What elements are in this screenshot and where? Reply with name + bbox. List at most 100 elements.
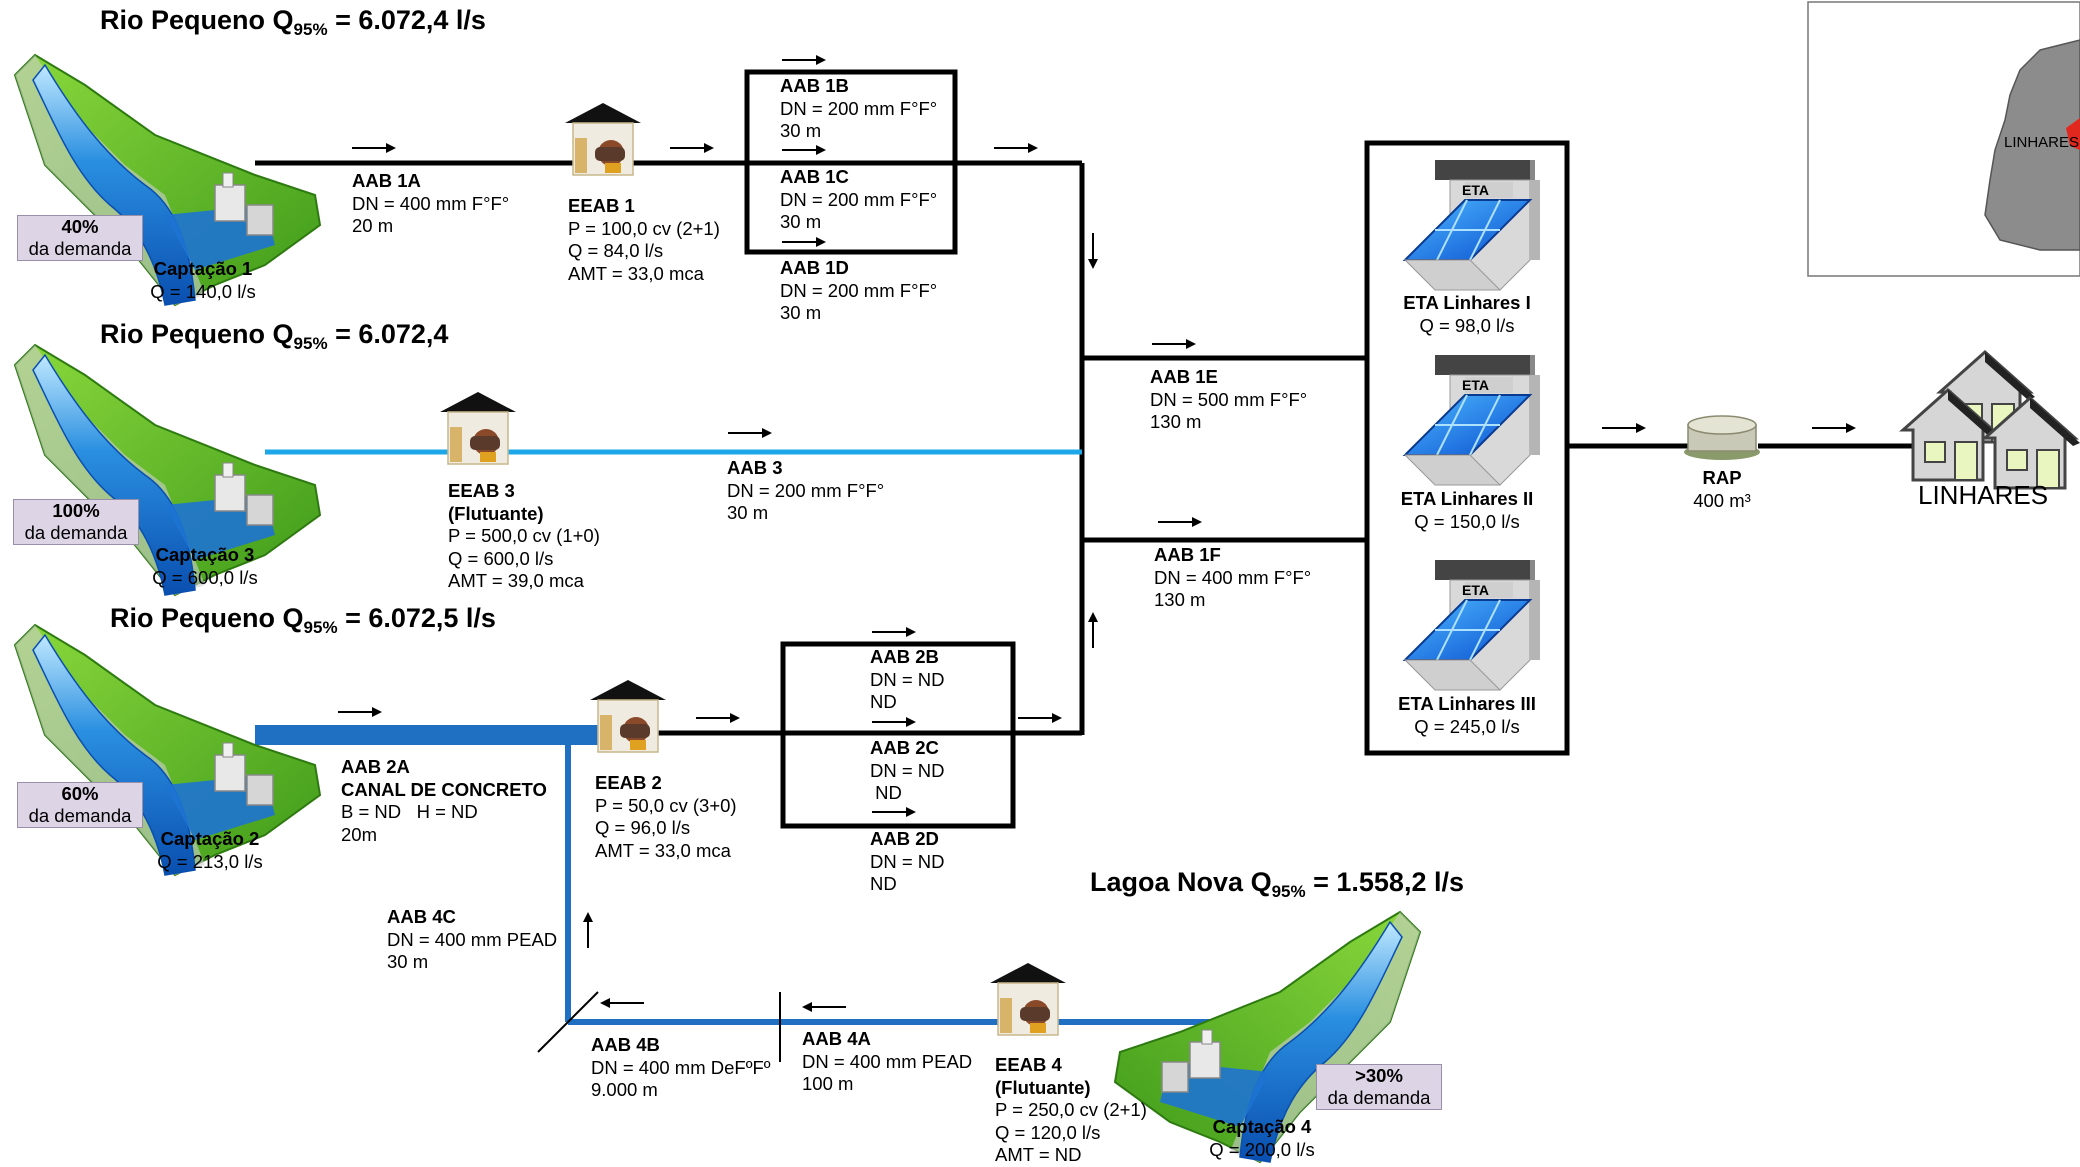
source-name: Rio Pequeno — [100, 5, 266, 35]
pipe-diameter: DN = ND — [870, 850, 945, 872]
pipe-label-aab4a: AAB 4A DN = 400 mm PEAD 100 m — [802, 1028, 972, 1096]
demand-tag-c3: 100% da demanda — [13, 499, 139, 545]
rap-volume: 400 m³ — [1693, 489, 1751, 511]
pump-power: P = 500,0 cv (1+0) — [448, 525, 600, 546]
pump-label-eeab3: EEAB 3 (Flutuante) P = 500,0 cv (1+0) Q … — [448, 480, 600, 593]
rap-tank-icon — [1684, 415, 1760, 460]
pump-flow: Q = 84,0 l/s — [568, 240, 664, 261]
pipe-length: 30 m — [387, 951, 429, 972]
source-q-label: Q — [272, 5, 294, 35]
pump-power: P = 50,0 cv (3+0) — [595, 794, 737, 816]
pipe-label-aab1e: AAB 1E DN = 500 mm F°F° 130 m — [1150, 366, 1307, 434]
pipe-label-aab2c: AAB 2C DN = ND ND — [870, 737, 945, 805]
demand-percent: 40% — [61, 216, 99, 237]
captacao-flow: Q = 140,0 l/s — [150, 280, 256, 302]
captacao-name: Captação 3 — [155, 544, 255, 565]
pipe-length: 130 m — [1150, 411, 1202, 432]
pipe-label-aab3: AAB 3 DN = 200 mm F°F° 30 m — [727, 457, 884, 525]
city-label: LINHARES — [1918, 480, 2049, 510]
captacao-label-c1: Captação 1 Q = 140,0 l/s — [148, 258, 258, 303]
pump-power: P = 250,0 cv (2+1) — [995, 1099, 1147, 1120]
pipe-diameter: DN = 400 mm PEAD — [802, 1050, 973, 1072]
demand-percent: >30% — [1355, 1065, 1403, 1086]
source-title-rio1: Rio Pequeno Q95% = 6.072,4 l/s — [100, 4, 486, 46]
captacao-flow: Q = 200,0 l/s — [1209, 1138, 1315, 1160]
pipe-diameter: DN = 400 mm PEAD — [387, 928, 558, 950]
eta-flow: Q = 98,0 l/s — [1419, 314, 1515, 336]
pipe-label-aab2a: AAB 2A CANAL DE CONCRETO B = ND H = ND 2… — [341, 756, 547, 846]
eta-icon-label: ETA — [1462, 582, 1489, 598]
demand-percent: 60% — [61, 783, 99, 804]
source-q-label: Q — [272, 319, 294, 349]
pipe-name: AAB 1F — [1154, 544, 1221, 565]
pipe-dimensions: B = ND H = ND — [341, 801, 478, 822]
pipe-name: AAB 2A — [341, 756, 410, 777]
pipe-label-aab1d: AAB 1D DN = 200 mm F°F° 30 m — [780, 257, 937, 325]
pipe-diameter: DN = 500 mm F°F° — [1150, 388, 1308, 410]
pipe-box-aab2bcd — [780, 641, 1016, 829]
pipe-break-4b — [537, 991, 599, 1053]
eta-flow: Q = 150,0 l/s — [1414, 510, 1520, 532]
pump-name: EEAB 2 — [595, 772, 662, 793]
captacao-name: Captação 2 — [160, 828, 260, 849]
pump-head: AMT = 33,0 mca — [595, 839, 731, 861]
pump-label-eeab4: EEAB 4 (Flutuante) P = 250,0 cv (2+1) Q … — [995, 1054, 1147, 1167]
pipe-diameter: DN = 200 mm F°F° — [780, 279, 938, 301]
eta-flow: Q = 245,0 l/s — [1414, 715, 1520, 737]
pipe-box-aab1bcd — [744, 69, 958, 255]
pipe-diameter: DN = 200 mm F°F° — [780, 97, 938, 119]
rap-label: RAP 400 m³ — [1682, 467, 1762, 512]
pipe-diameter: DN = 400 mm DeFºFº — [591, 1056, 771, 1078]
source-q-value: = 6.072,4 — [327, 319, 449, 349]
pump-note: (Flutuante) — [448, 502, 544, 524]
pipe-length: ND — [870, 691, 897, 712]
demand-label: da demanda — [28, 238, 132, 259]
source-name: Rio Pequeno — [110, 603, 276, 633]
pipe-length: 20m — [341, 823, 377, 845]
pipe-length: ND — [870, 782, 902, 803]
pipe-diameter: DN = ND — [870, 759, 945, 781]
source-title-rio2: Rio Pequeno Q95% = 6.072,5 l/s — [110, 602, 496, 644]
inset-map-state — [1984, 39, 2080, 251]
pipe-name: AAB 3 — [727, 457, 783, 478]
pump-power: P = 100,0 cv (2+1) — [568, 217, 720, 239]
eta-label-1: ETA Linhares I Q = 98,0 l/s — [1382, 292, 1552, 337]
inset-map-highlight — [2066, 118, 2080, 150]
pipe-label-aab4c: AAB 4C DN = 400 mm PEAD 30 m — [387, 906, 557, 974]
pipe-name: AAB 1D — [780, 257, 849, 278]
pump-flow: Q = 96,0 l/s — [595, 817, 691, 838]
pipe-name: AAB 4B — [591, 1034, 660, 1055]
pump-head: AMT = ND — [995, 1144, 1082, 1165]
pipe-diameter: DN = ND — [870, 668, 945, 690]
inset-map-label: LINHARES — [2004, 134, 2080, 151]
pipe-diameter: DN = 200 mm F°F° — [780, 188, 938, 210]
pipe-name: AAB 1C — [780, 166, 849, 187]
pipe-name: AAB 4A — [802, 1028, 871, 1049]
source-title-lagoa: Lagoa Nova Q95% = 1.558,2 l/s — [1090, 866, 1464, 908]
pipe-diameter: DN = 400 mm F°F° — [1154, 566, 1312, 588]
demand-label: da demanda — [28, 805, 132, 826]
pump-flow: Q = 600,0 l/s — [448, 547, 554, 569]
source-q-value: = 6.072,5 l/s — [337, 603, 496, 633]
source-q-value: = 6.072,4 l/s — [327, 5, 486, 35]
pump-name: EEAB 1 — [568, 195, 635, 216]
pipe-label-aab1a: AAB 1A DN = 400 mm F°F° 20 m — [352, 170, 509, 238]
source-q-subscript: 95% — [293, 334, 328, 353]
pipe-length: 9.000 m — [591, 1079, 658, 1100]
pump-flow: Q = 120,0 l/s — [995, 1121, 1101, 1143]
source-q-value: = 1.558,2 l/s — [1305, 867, 1464, 897]
source-q-subscript: 95% — [1271, 882, 1306, 901]
pump-label-eeab2: EEAB 2 P = 50,0 cv (3+0) Q = 96,0 l/s AM… — [595, 772, 737, 862]
eta-icon-label: ETA — [1462, 182, 1489, 198]
pipe-label-aab4b: AAB 4B DN = 400 mm DeFºFº 9.000 m — [591, 1034, 771, 1102]
demand-tag-c2: 60% da demanda — [17, 782, 143, 828]
captacao-name: Captação 1 — [153, 258, 253, 279]
pump-name: EEAB 4 — [995, 1054, 1062, 1075]
captacao-label-c3: Captação 3 Q = 600,0 l/s — [150, 544, 260, 589]
pipe-diameter: DN = 400 mm F°F° — [352, 192, 510, 214]
pipe-name: AAB 1B — [780, 75, 849, 96]
captacao-flow: Q = 213,0 l/s — [157, 850, 263, 872]
source-q-subscript: 95% — [303, 618, 338, 637]
captacao-label-c2: Captação 2 Q = 213,0 l/s — [155, 828, 265, 873]
